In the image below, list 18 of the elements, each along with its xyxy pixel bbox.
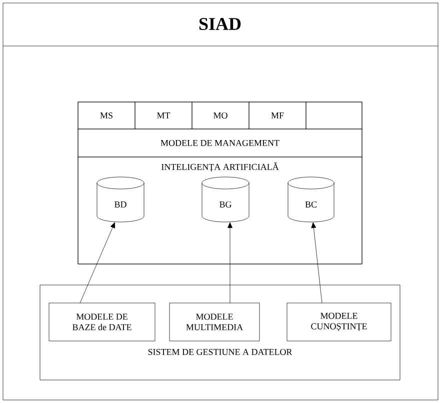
arrow bbox=[311, 222, 322, 304]
database-cylinder: BD bbox=[96, 176, 144, 222]
model-cell: MS bbox=[78, 102, 136, 130]
section-band: MODELE DE MANAGEMENT bbox=[78, 128, 362, 158]
node-label: BC bbox=[305, 201, 317, 208]
database-cylinder: BG bbox=[202, 176, 250, 222]
model-cell: MT bbox=[134, 102, 192, 130]
model-box: MODELE MULTIMEDIA bbox=[169, 302, 260, 342]
model-cell: MF bbox=[248, 102, 306, 130]
arrow bbox=[80, 222, 115, 304]
model-cell: MO bbox=[192, 102, 250, 130]
database-cylinder: BC bbox=[288, 176, 334, 222]
model-box: MODELE DE BAZE de DATE bbox=[48, 302, 156, 342]
model-box: MODELE CUNOȘTINȚE bbox=[286, 302, 392, 342]
node-label: BG bbox=[220, 201, 232, 208]
node-label: BD bbox=[114, 202, 126, 208]
arrow bbox=[228, 222, 232, 304]
empty-box bbox=[306, 102, 362, 130]
